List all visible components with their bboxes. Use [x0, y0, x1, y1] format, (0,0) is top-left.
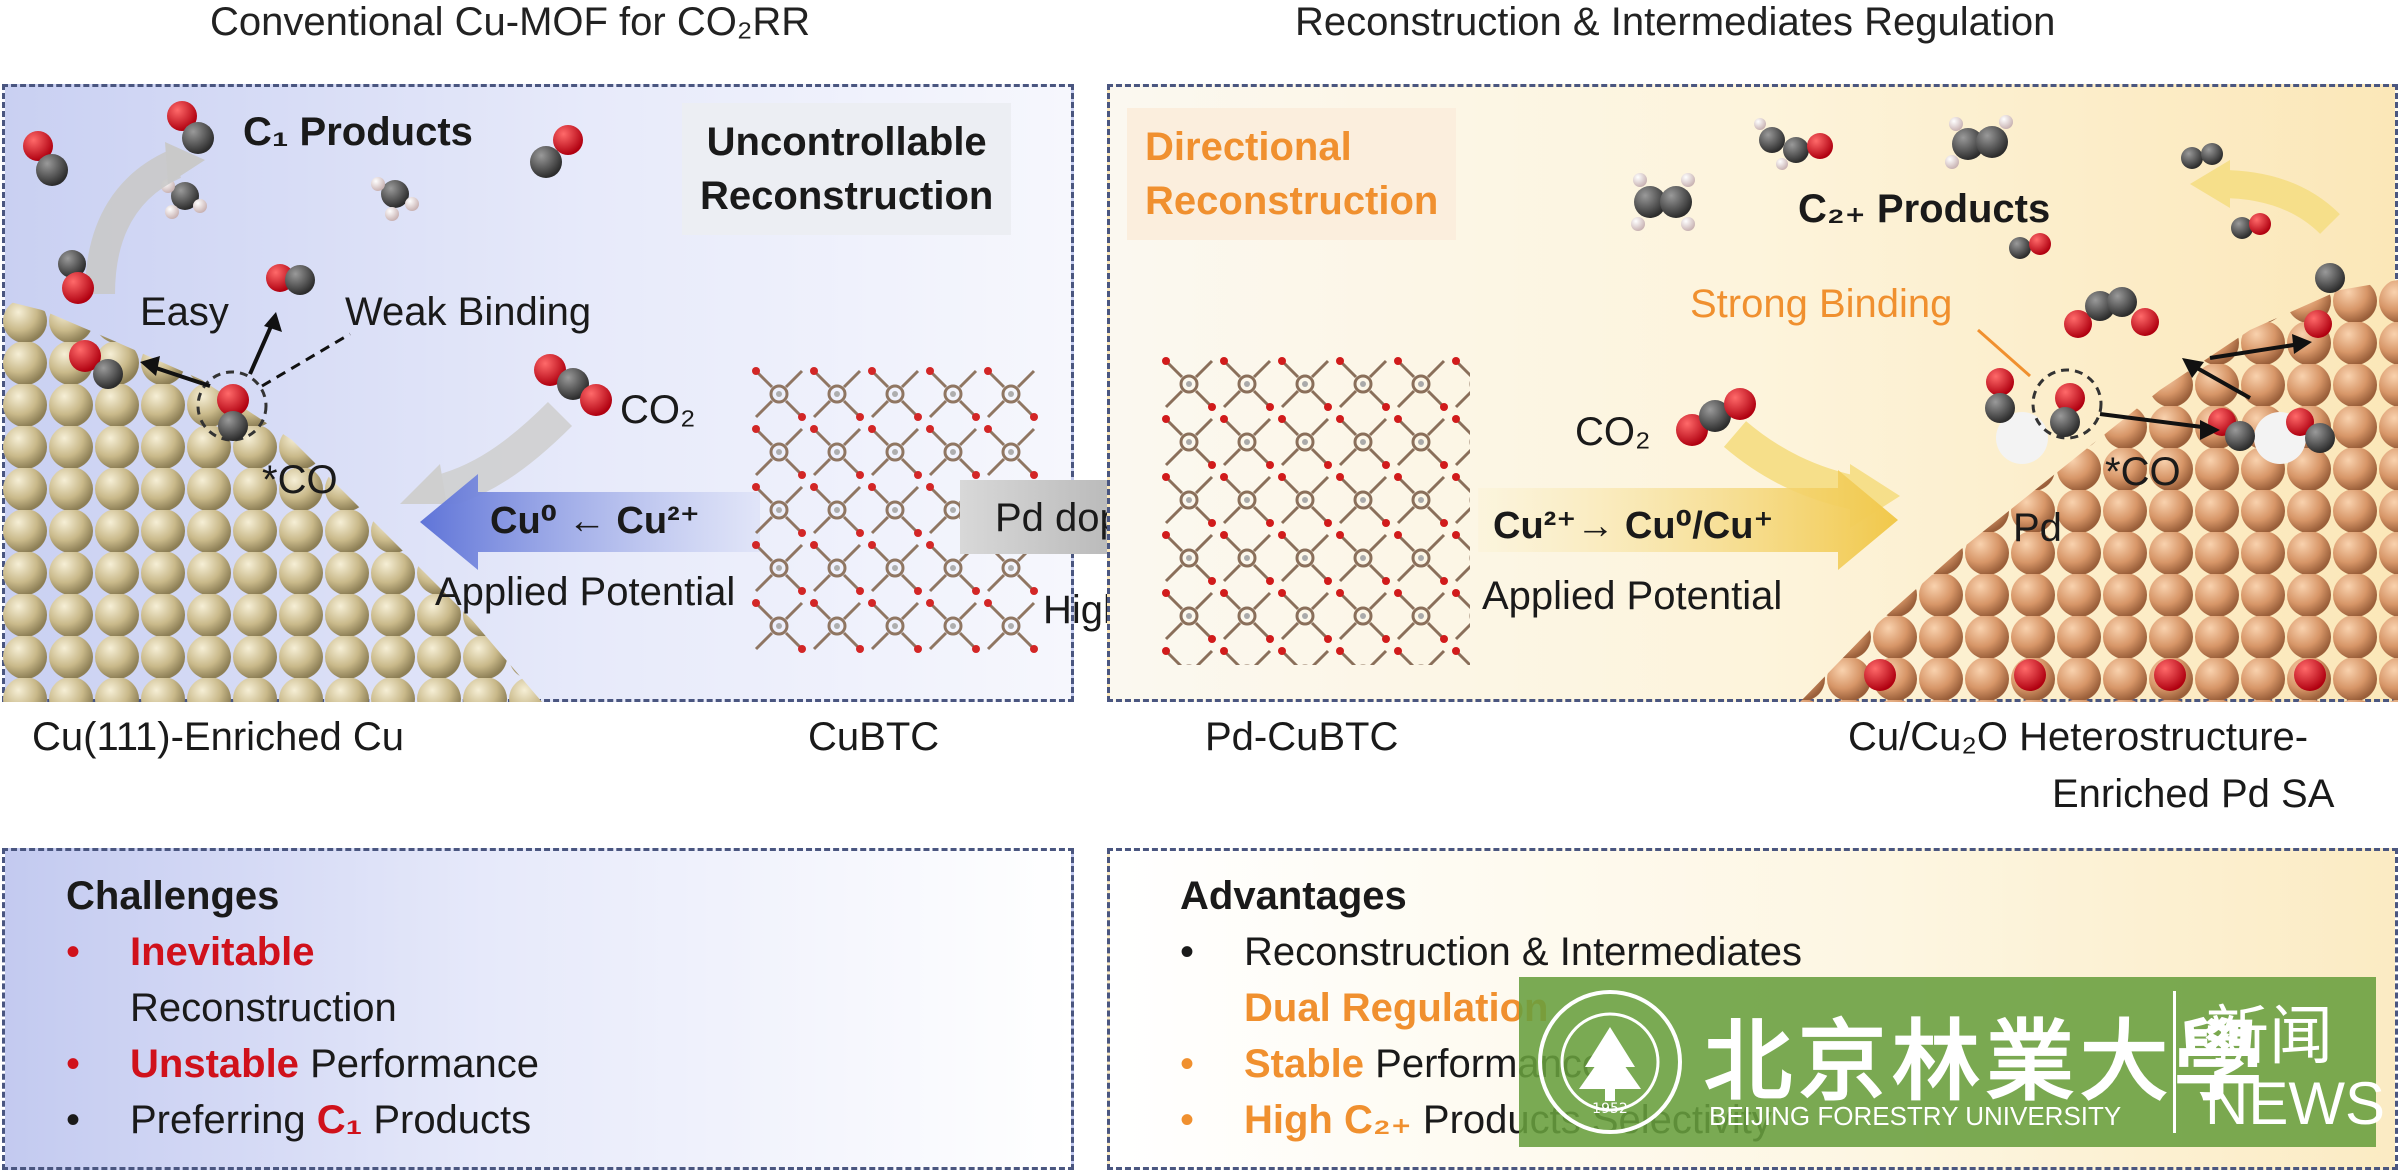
challenge-2-rest: Performance	[310, 1042, 540, 1086]
watermark-divider	[2173, 991, 2176, 1133]
co-star-left: *CO	[262, 458, 338, 502]
right-header: Reconstruction & Intermediates Regulatio…	[1295, 0, 2056, 44]
cn-news-label: 新闻	[2205, 1000, 2333, 1074]
challenge-item-1-cont: Reconstruction	[66, 980, 539, 1036]
easy-label: Easy	[140, 290, 229, 334]
cu-surface-slab	[2, 300, 542, 702]
co2-label-right: CO₂	[1575, 410, 1651, 454]
challenge-1-rest: Reconstruction	[130, 986, 397, 1030]
caption-cu111: Cu(111)-Enriched Cu	[32, 715, 405, 759]
directional-line1: Directional	[1145, 125, 1352, 169]
challenge-2-red: Unstable	[130, 1042, 299, 1086]
directional-tag: Directional Reconstruction	[1127, 108, 1457, 240]
advantage-2-orange: Stable	[1244, 1042, 1365, 1086]
uncontrollable-line1: Uncontrollable	[706, 120, 987, 164]
caption-heterostructure-2: Enriched Pd SA	[2052, 772, 2335, 816]
university-seal-icon: 1952	[1538, 990, 1682, 1134]
cu-reduction-left: Cu⁰ ← Cu²⁺	[490, 500, 700, 542]
c1-products-label: C₁ Products	[243, 110, 473, 154]
uncontrollable-tag: Uncontrollable Reconstruction	[682, 103, 1012, 235]
challenge-3-rest: Products	[373, 1098, 532, 1142]
challenge-1-red: Inevitable	[130, 930, 315, 974]
uncontrollable-line2: Reconstruction	[700, 174, 994, 218]
challenges-list: Challenges •Inevitable Reconstruction •U…	[66, 868, 539, 1148]
challenges-panel	[2, 848, 1074, 1170]
caption-cubtc: CuBTC	[808, 715, 940, 759]
advantage-1-orange: Dual Regulation	[1244, 986, 1549, 1030]
challenge-item-1: •Inevitable	[66, 930, 315, 974]
co2-label-left: CO₂	[620, 388, 696, 432]
advantage-item-1: •Reconstruction & Intermediates	[1180, 930, 1803, 974]
pd-label: Pd	[2013, 506, 2062, 550]
advantage-1: Reconstruction & Intermediates	[1244, 930, 1803, 974]
co-star-right: *CO	[2105, 450, 2181, 494]
reduction-arrow-left	[420, 474, 760, 570]
cu-reduction-right: Cu²⁺→ Cu⁰/Cu⁺	[1493, 505, 1774, 547]
directional-line2: Reconstruction	[1145, 179, 1439, 223]
cu-cu2o-slab	[1800, 280, 2398, 702]
weak-binding-label: Weak Binding	[345, 290, 592, 334]
applied-potential-right: Applied Potential	[1482, 574, 1783, 618]
applied-potential-left: Applied Potential	[435, 570, 736, 614]
left-header: Conventional Cu-MOF for CO₂RR	[210, 0, 811, 44]
right-molecules	[1631, 115, 2345, 528]
cn-university-name: 北京林業大學	[1704, 1009, 2269, 1113]
challenge-3-pre: Preferring	[130, 1098, 306, 1142]
bjfu-news-watermark: 1952 北京林業大學 BEIJING FORESTRY UNIVERSITY …	[1519, 977, 2385, 1147]
left-molecules	[23, 101, 612, 504]
caption-pd-cubtc: Pd-CuBTC	[1205, 715, 1399, 759]
seal-year: 1952	[1592, 1101, 1628, 1117]
challenge-item-2: •Unstable Performance	[66, 1042, 540, 1086]
strong-binding-label: Strong Binding	[1690, 282, 1953, 326]
advantage-3-orange: High C₂₊	[1244, 1098, 1412, 1142]
reduction-arrow-right	[1478, 470, 1898, 570]
advantage-item-1-cont: Dual Regulation	[1180, 980, 1802, 1036]
pd-cubtc-framework	[1160, 355, 1470, 665]
c2-products-label: C₂₊ Products	[1798, 187, 2051, 231]
en-news-label: NEWS	[2205, 1070, 2385, 1137]
challenge-item-3: •Preferring C₁ Products	[66, 1098, 532, 1142]
challenge-3-red: C₁	[316, 1098, 363, 1142]
advantages-title: Advantages	[1180, 874, 1407, 918]
caption-heterostructure-1: Cu/Cu₂O Heterostructure-	[1848, 715, 2309, 759]
en-university-name: BEIJING FORESTRY UNIVERSITY	[1709, 1101, 2122, 1131]
challenges-title: Challenges	[66, 874, 280, 918]
